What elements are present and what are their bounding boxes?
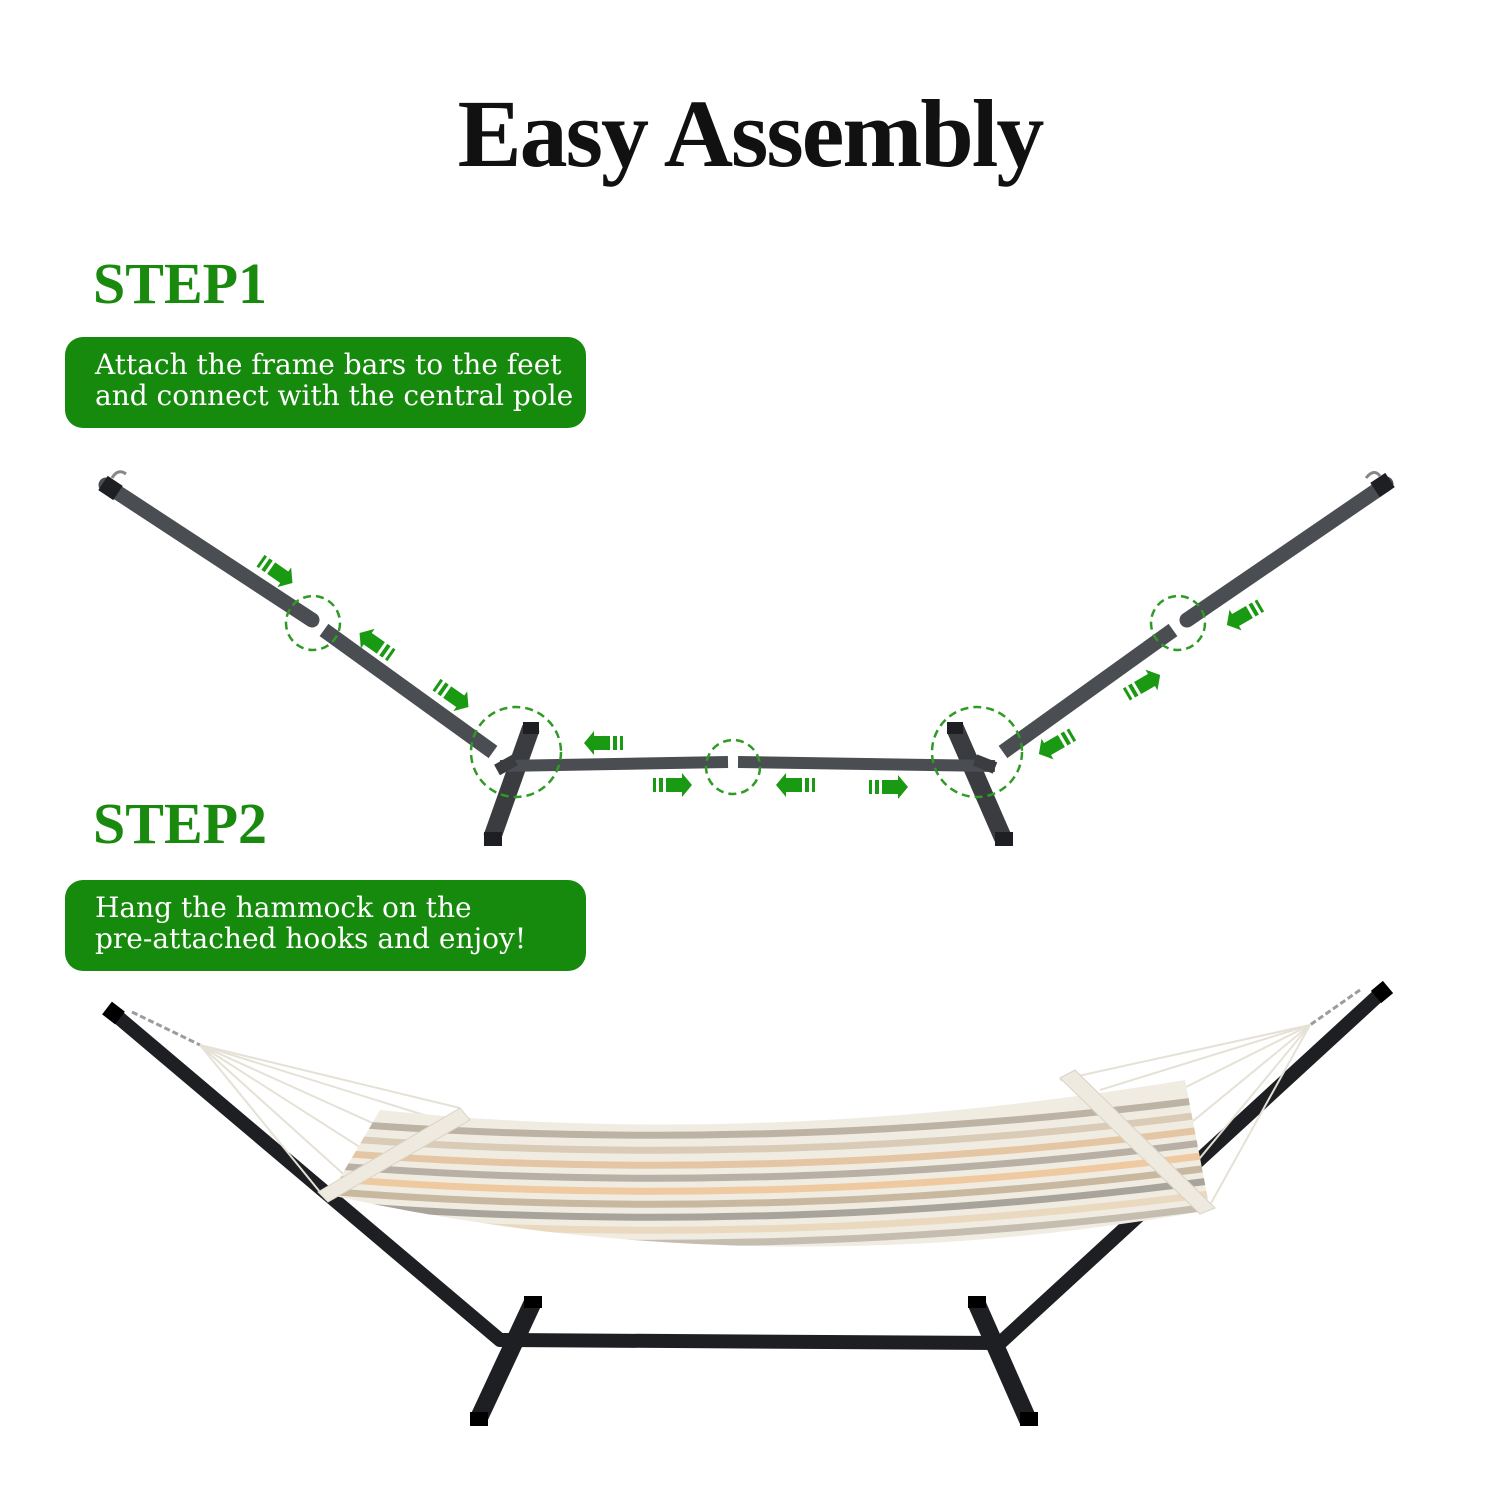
step1-instruction-box: Attach the frame bars to the feet and co… [65,337,586,428]
step1-heading: STEP1 [93,251,268,316]
left-arm-lower-bar [319,623,498,759]
left-arm-upper-bar [98,470,320,628]
hammock-bed [317,1069,1216,1247]
right-arm-lower-bar [998,623,1178,759]
right-arm-upper-bar [1179,471,1395,628]
page-title: Easy Assembly [457,80,1045,187]
step1-instruction-line-1: Attach the frame bars to the feet [95,348,562,381]
step2-heading: STEP2 [93,791,268,856]
right-foot-assembled [967,1298,1037,1424]
right-foot [946,722,1013,846]
step2-instruction-line-1: Hang the hammock on the [95,891,472,924]
step2-instruction-box: Hang the hammock on the pre-attached hoo… [65,880,586,971]
step1-instruction-line-2: and connect with the central pole [95,379,574,412]
central-pole [494,754,998,776]
left-foot [483,722,540,846]
step2-instruction-line-2: pre-attached hooks and enjoy! [95,922,527,955]
left-foot-assembled [469,1298,542,1424]
joint-highlight-circles [284,594,1207,799]
hanging-chains [131,988,1361,1047]
